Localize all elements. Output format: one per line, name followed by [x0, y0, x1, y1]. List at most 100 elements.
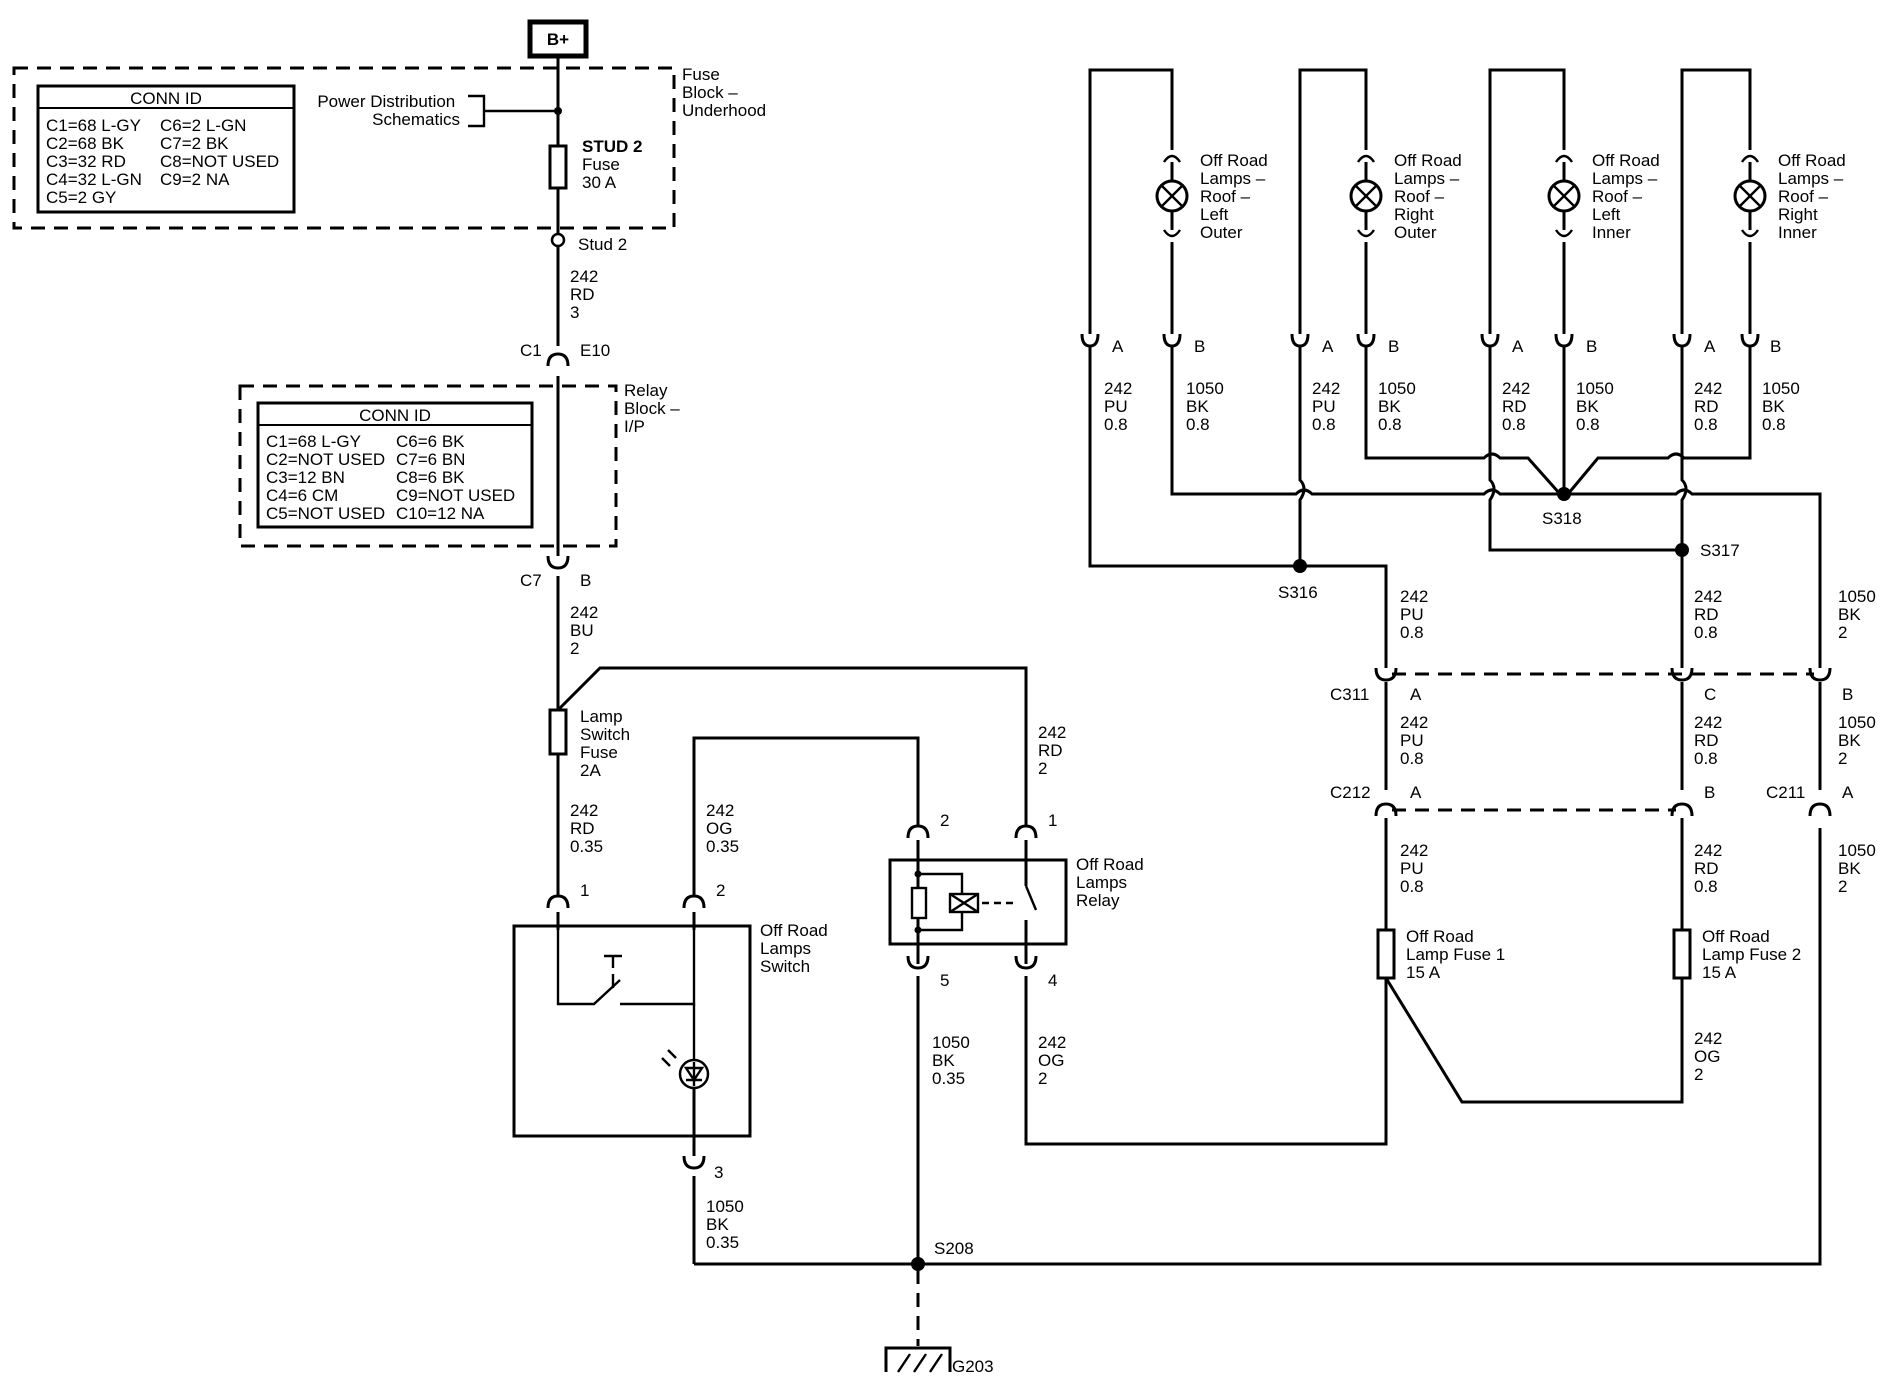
svg-text:C3=12 BN: C3=12 BN — [266, 468, 345, 487]
lamp-right-inner-label: Off Road Lamps – Roof – Right Inner — [1778, 151, 1850, 242]
lamp-left-outer-label: Off Road Lamps – Roof – Left Outer — [1200, 151, 1272, 242]
svg-text:C6=6 BK: C6=6 BK — [396, 432, 465, 451]
wire-label-1050-bk-035-switch: 1050 BK 0.35 — [706, 1197, 749, 1252]
connector-c211-label: C211 — [1766, 783, 1805, 802]
lamp-connectors — [1080, 333, 1760, 348]
wire-label-242-rd-3: 242 RD 3 — [570, 267, 603, 322]
pds-bracket — [468, 94, 558, 128]
fuse-bridge-wire — [1384, 977, 1684, 1104]
svg-text:C4=32 L-GN: C4=32 L-GN — [46, 170, 142, 189]
fuse-block-title: Fuse Block – Underhood — [682, 65, 766, 120]
splice-s316 — [1293, 559, 1307, 573]
splice-s316-label: S316 — [1278, 583, 1318, 602]
lamp-left-inner — [1488, 68, 1581, 334]
svg-text:C4=6 CM: C4=6 CM — [266, 486, 338, 505]
switch-actuator — [604, 954, 622, 988]
pu-feed-right — [1298, 346, 1388, 656]
connector-c7-label: C7 — [520, 571, 542, 590]
relay-block-outline — [238, 384, 618, 548]
c311-pin-c: C — [1704, 685, 1716, 704]
svg-text:C7=6 BN: C7=6 BN — [396, 450, 465, 469]
connector-e10-label: E10 — [580, 341, 610, 360]
connector-c7-b — [546, 555, 570, 570]
lamp-right-outer-label: Off Road Lamps – Roof – Right Outer — [1394, 151, 1466, 242]
relay-output-wire — [1024, 974, 1388, 1146]
lamp-connector-pin-labels: A B A B A B A B — [1112, 337, 1781, 356]
svg-text:C10=12 NA: C10=12 NA — [396, 504, 485, 523]
connector-c1-label: C1 — [520, 341, 542, 360]
switch-pin3 — [682, 1155, 706, 1170]
splice-s317 — [1675, 543, 1689, 557]
wire-label-242-rd-035: 242 RD 0.35 — [570, 801, 603, 856]
rd-feed-left — [1488, 346, 1682, 552]
lamp-left-inner-label: Off Road Lamps – Roof – Left Inner — [1592, 151, 1664, 242]
c212-pin-b: B — [1704, 783, 1715, 802]
off-road-lamp-fuse-2-label: Off Road Lamp Fuse 2 15 A — [1702, 927, 1806, 982]
c212-pin-a: A — [1410, 783, 1422, 802]
svg-text:C2=NOT USED: C2=NOT USED — [266, 450, 385, 469]
pds-reference[interactable]: Power Distribution Schematics — [317, 92, 460, 129]
off-road-lamp-fuse-2 — [1672, 928, 1692, 980]
splice-s208 — [911, 1257, 925, 1271]
lamp-switch-fuse — [548, 708, 568, 756]
wire-label-1050-bk-035-relay: 1050 BK 0.35 — [932, 1033, 975, 1088]
c211-pin-a: A — [1842, 783, 1854, 802]
rd-feed-right — [1680, 346, 1688, 656]
lamp-right-inner — [1680, 68, 1767, 334]
svg-text:C3=32 RD: C3=32 RD — [46, 152, 126, 171]
switch-pin2-label: 2 — [716, 881, 725, 900]
switch-contact — [556, 930, 621, 1006]
relay-diode — [910, 886, 928, 920]
off-road-lamps-switch[interactable] — [512, 924, 752, 1138]
stud2-fuse-label: STUD 2 Fuse 30 A — [582, 137, 647, 192]
c311-pin-a: A — [1410, 685, 1422, 704]
fuse-block-outline — [12, 66, 676, 230]
relay-pin4-label: 4 — [1048, 971, 1057, 990]
splice-s318 — [1557, 487, 1571, 501]
ground-bus-wire — [694, 828, 1822, 1266]
wire-label-242-bu-2: 242 BU 2 — [570, 603, 603, 658]
ground-g203-icon — [884, 1346, 952, 1373]
stud2-label: Stud 2 — [578, 235, 627, 254]
svg-text:C6=2 L-GN: C6=2 L-GN — [160, 116, 246, 135]
stud2-terminal — [550, 232, 566, 248]
svg-text:C8=NOT USED: C8=NOT USED — [160, 152, 279, 171]
svg-text:C5=NOT USED: C5=NOT USED — [266, 504, 385, 523]
connector-b-label: B — [580, 571, 591, 590]
connector-c1-e10 — [546, 352, 570, 367]
svg-text:C8=6 BK: C8=6 BK — [396, 468, 465, 487]
switch-pin1 — [546, 894, 570, 909]
relay-pin2-label: 2 — [940, 811, 949, 830]
relay-block-title: Relay Block – I/P — [624, 381, 684, 436]
svg-text:C5=2 GY: C5=2 GY — [46, 188, 116, 207]
svg-text:C7=2 BK: C7=2 BK — [160, 134, 229, 153]
switch-pin2 — [682, 894, 706, 909]
wire-label-242-og-2-relay: 242 OG 2 — [1038, 1033, 1071, 1088]
svg-text:C2=68 BK: C2=68 BK — [46, 134, 125, 153]
lamp-right-outer — [1298, 68, 1383, 334]
stud2-fuse — [548, 144, 568, 190]
svg-text:CONN ID: CONN ID — [130, 89, 202, 108]
lamp-switch-fuse-label: Lamp Switch Fuse 2A — [580, 707, 635, 780]
fuse-block-conn-table: CONN ID C1=68 L-GY C6=2 L-GN C2=68 BK C7… — [36, 84, 296, 214]
relay-pin1 — [1014, 824, 1038, 839]
ground-return-wires — [1170, 346, 1822, 648]
svg-text:C1=68 L-GY: C1=68 L-GY — [46, 116, 141, 135]
svg-text:C1=68 L-GY: C1=68 L-GY — [266, 432, 361, 451]
